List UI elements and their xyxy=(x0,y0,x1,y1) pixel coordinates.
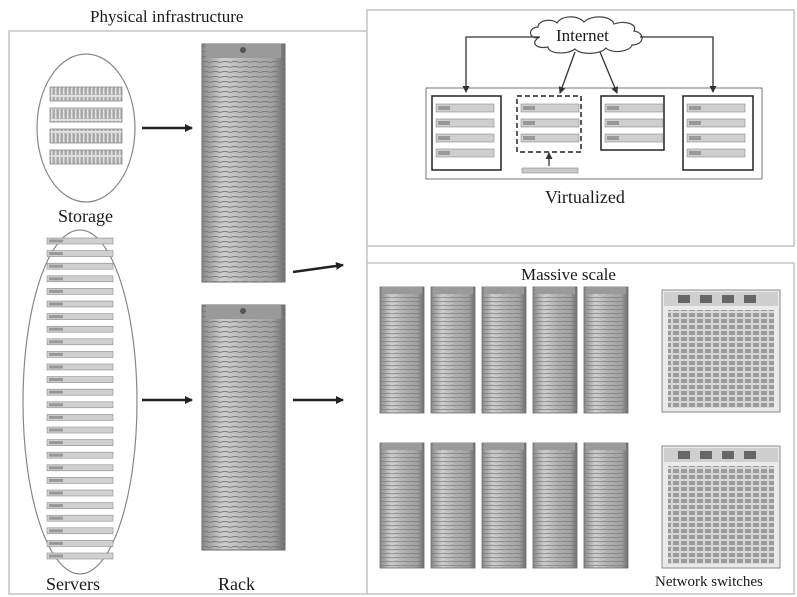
massive-scale-racks xyxy=(379,286,629,569)
server-unit xyxy=(46,426,114,434)
server-unit xyxy=(46,489,114,497)
server-unit xyxy=(46,300,114,308)
server-unit xyxy=(46,527,114,535)
rack-bottom xyxy=(201,304,286,551)
vm-server-unit xyxy=(686,118,746,128)
vm-server-units xyxy=(435,103,746,158)
vm-server-unit xyxy=(686,133,746,143)
server-unit xyxy=(46,262,114,270)
scale-rack xyxy=(532,442,578,569)
server-unit xyxy=(46,477,114,484)
vm-box-4 xyxy=(682,95,754,171)
massive-scale-label: Massive scale xyxy=(521,265,616,284)
vm-box-1 xyxy=(431,95,502,171)
vm-server-unit xyxy=(435,103,495,113)
server-unit xyxy=(46,502,114,509)
server-unit xyxy=(46,363,114,371)
rack-label: Rack xyxy=(218,574,255,594)
server-unit xyxy=(46,540,114,547)
scale-rack xyxy=(379,442,425,569)
server-unit xyxy=(46,464,114,472)
server-unit xyxy=(46,313,114,320)
scale-rack xyxy=(532,286,578,414)
vm-server-unit xyxy=(604,133,664,143)
storage-units xyxy=(49,86,123,165)
virtualized-machines-box xyxy=(425,87,763,180)
server-unit xyxy=(46,237,114,245)
spare-server-unit xyxy=(521,167,579,174)
scale-rack xyxy=(583,442,629,569)
internet-arrow-1 xyxy=(462,36,540,93)
vm-server-unit xyxy=(435,133,495,143)
server-unit xyxy=(46,338,114,346)
server-unit xyxy=(46,514,114,522)
server-unit xyxy=(46,401,114,409)
vm-server-unit xyxy=(520,133,580,143)
scale-rack xyxy=(583,286,629,414)
vm-server-unit xyxy=(604,103,664,113)
server-unit xyxy=(46,388,114,396)
servers-label: Servers xyxy=(46,574,100,594)
server-unit xyxy=(46,552,114,560)
vm-server-unit xyxy=(520,118,580,128)
scale-rack xyxy=(379,286,425,414)
server-unit xyxy=(46,376,114,383)
internet-arrow-3 xyxy=(599,51,618,94)
server-unit xyxy=(46,275,114,283)
vm-server-unit xyxy=(686,148,746,158)
server-unit xyxy=(46,439,114,446)
server-unit xyxy=(46,250,114,257)
server-unit xyxy=(46,325,114,333)
server-units xyxy=(46,237,114,560)
scale-rack xyxy=(430,286,476,414)
internet-arrow-4 xyxy=(640,36,717,93)
vm-server-unit xyxy=(520,103,580,113)
server-unit xyxy=(46,414,114,421)
virtualized-label: Virtualized xyxy=(545,187,625,207)
storage-label: Storage xyxy=(58,206,113,226)
vm-server-unit xyxy=(604,118,664,128)
scale-rack xyxy=(481,286,527,414)
rack-top xyxy=(201,43,286,283)
network-switches-label: Network switches xyxy=(655,574,763,590)
diagram-title: Physical infrastructure xyxy=(90,7,244,26)
scale-rack xyxy=(430,442,476,569)
scale-rack xyxy=(481,442,527,569)
server-unit xyxy=(46,288,114,295)
internet-label: Internet xyxy=(556,26,609,45)
vm-server-unit xyxy=(686,103,746,113)
vm-server-unit xyxy=(435,118,495,128)
server-unit xyxy=(46,451,114,459)
vm-box-3 xyxy=(600,95,665,151)
vm-server-unit xyxy=(435,148,495,158)
server-unit xyxy=(46,351,114,358)
storage-ellipse xyxy=(36,53,136,203)
network-switch-top xyxy=(661,289,781,413)
arrow-rack-top-to-scale xyxy=(292,262,344,274)
internet-arrow-2 xyxy=(558,51,576,94)
network-switch-bottom xyxy=(661,445,781,569)
internet-cloud xyxy=(529,16,643,54)
